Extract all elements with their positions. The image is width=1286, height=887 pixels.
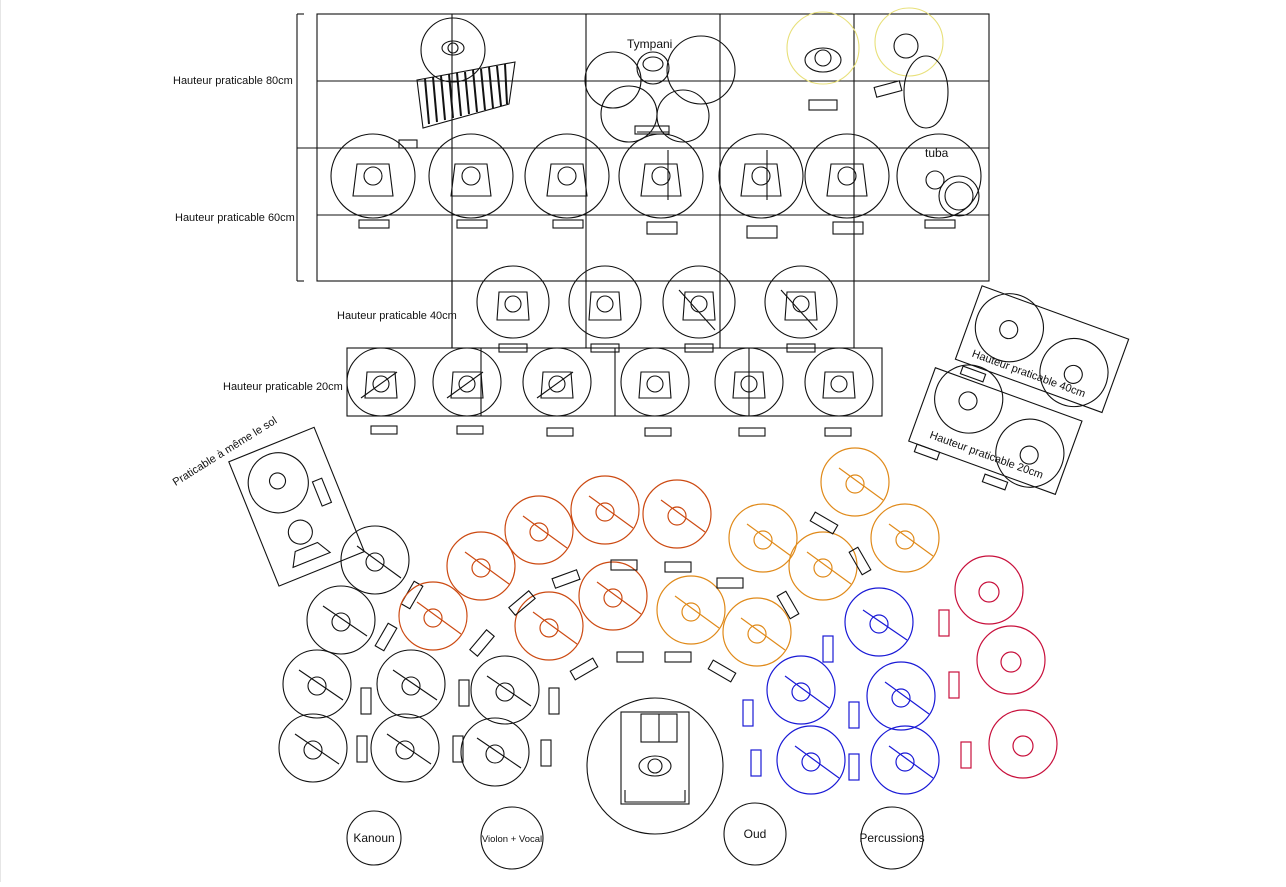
soloist-violon-vocal-label: Violon + Vocal xyxy=(482,834,542,845)
label-height-20: Hauteur praticable 20cm xyxy=(223,381,343,393)
label-height-60: Hauteur praticable 60cm xyxy=(175,212,295,224)
strings-blue-section xyxy=(743,588,939,794)
soloist-kanoun: Kanoun xyxy=(347,811,401,865)
soloist-oud: Oud xyxy=(724,803,786,865)
conductor-podium xyxy=(587,698,723,834)
label-floor-riser: Praticable à même le sol xyxy=(171,415,280,489)
row-20cm-musicians xyxy=(347,348,873,436)
soloist-oud-label: Oud xyxy=(744,827,767,841)
tympani-group: Tympani xyxy=(585,36,735,142)
musician-20-1 xyxy=(347,348,415,434)
label-height-40: Hauteur praticable 40cm xyxy=(337,310,457,322)
label-height-80: Hauteur praticable 80cm xyxy=(173,75,293,87)
side-riser-40: Hauteur praticable 40cm xyxy=(953,282,1130,418)
musician-60-5 xyxy=(719,134,803,238)
musician-60-6 xyxy=(805,134,889,234)
percussion-right-group xyxy=(787,8,948,128)
musician-40-4 xyxy=(765,266,837,352)
soloist-percussions: Percussions xyxy=(859,807,924,869)
musician-40-3 xyxy=(663,266,735,352)
label-tuba: tuba xyxy=(925,146,949,160)
side-riser-stands xyxy=(914,366,1007,490)
soloist-kanoun-label: Kanoun xyxy=(353,831,394,845)
label-side-riser-20: Hauteur praticable 20cm xyxy=(928,429,1045,481)
musician-60-4 xyxy=(619,134,703,234)
soloist-violon-vocal: Violon + Vocal xyxy=(481,807,543,869)
label-tympani: Tympani xyxy=(627,37,672,51)
musician-20-4 xyxy=(621,348,689,436)
musician-40-1 xyxy=(477,266,549,352)
musician-20-2 xyxy=(433,348,501,434)
musician-20-3 xyxy=(523,348,591,436)
percussion-crimson-section xyxy=(939,556,1057,778)
musician-40-2 xyxy=(569,266,641,352)
riser-grid xyxy=(297,14,989,416)
row-60cm-musicians xyxy=(331,134,981,238)
floor-riser: Praticable à même le sol xyxy=(163,402,364,608)
musician-20-6 xyxy=(805,348,873,436)
row-40cm-musicians xyxy=(477,266,837,352)
soloist-percussions-label: Percussions xyxy=(859,831,924,845)
strings-orange-red-section xyxy=(399,476,711,660)
strings-black-section xyxy=(279,526,559,786)
orange-red-stands xyxy=(470,560,736,682)
